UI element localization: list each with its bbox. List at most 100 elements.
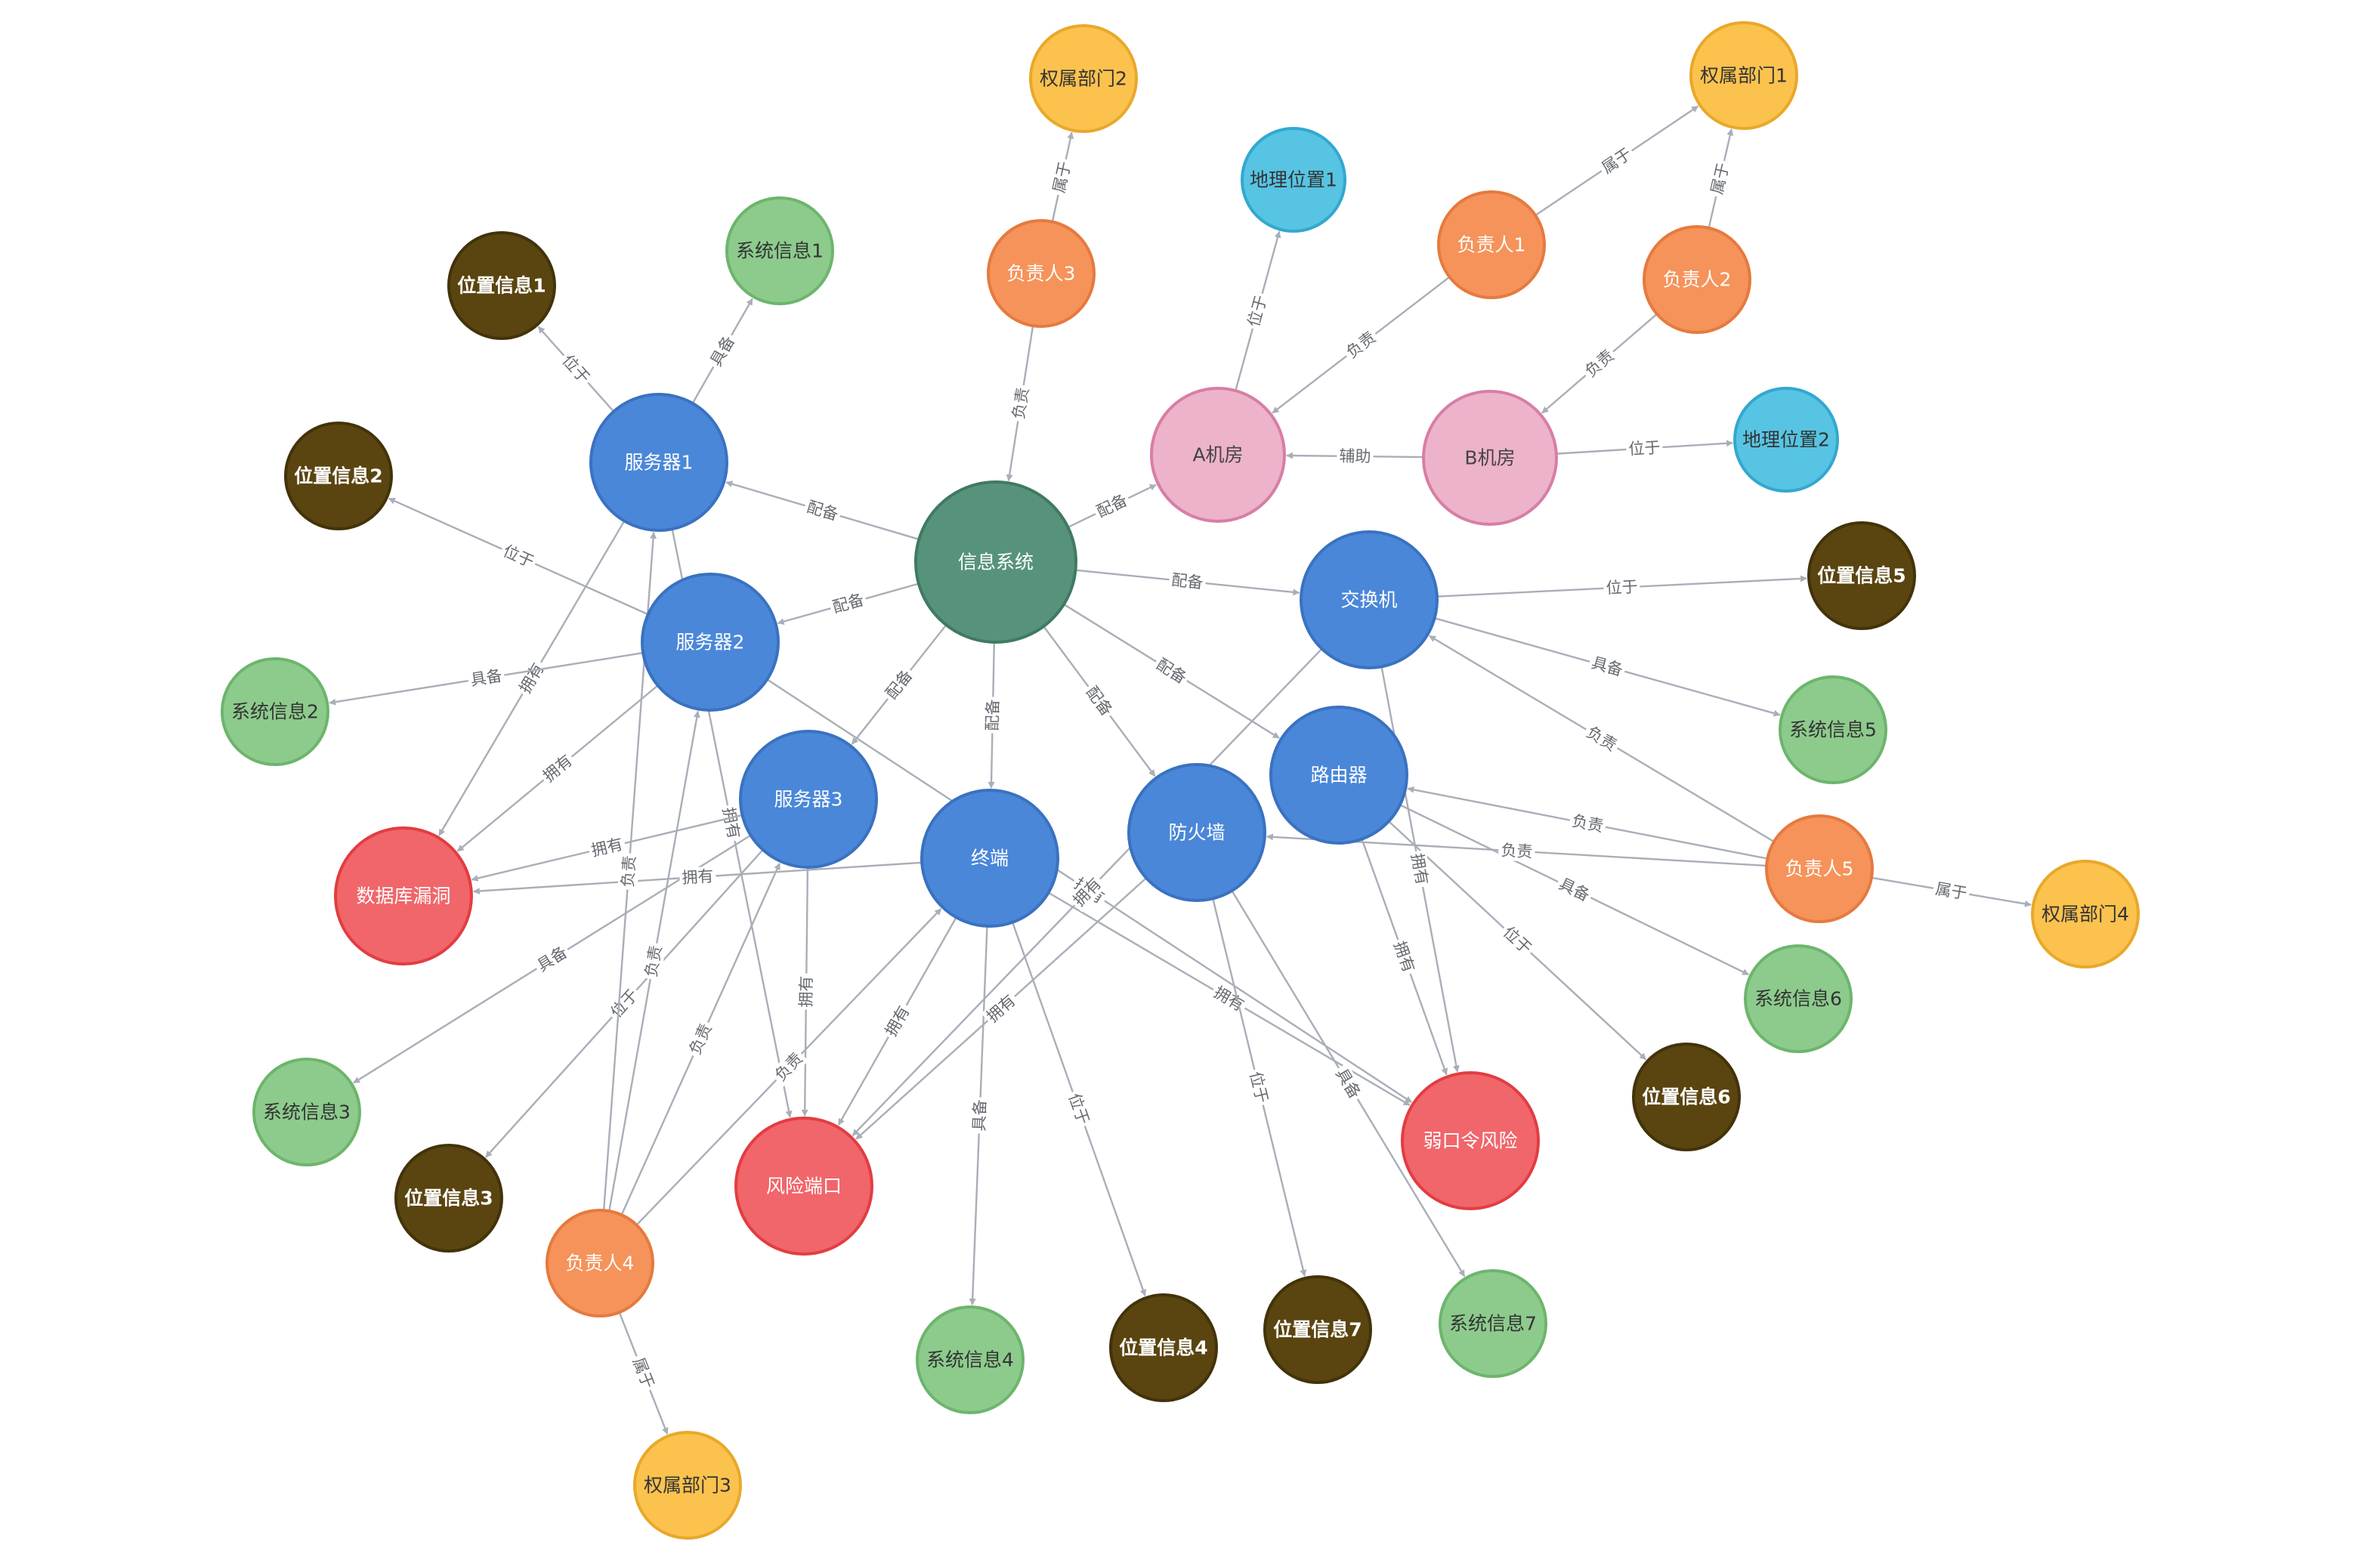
node-label: 交换机 xyxy=(1340,589,1397,611)
node-circle[interactable] xyxy=(1401,1071,1540,1210)
node-circle[interactable] xyxy=(739,730,878,869)
node-circle[interactable] xyxy=(1109,1293,1218,1402)
node-wz6[interactable]: 位置信息6 xyxy=(1632,1043,1741,1151)
edge-zd-fxdk: 拥有 xyxy=(837,916,957,1126)
node-lyq[interactable]: 路由器 xyxy=(1269,706,1408,845)
node-circle[interactable] xyxy=(447,231,556,340)
node-circle[interactable] xyxy=(221,657,329,766)
node-xxxt[interactable]: 信息系统 xyxy=(914,480,1077,644)
edge-fzr4-bm3: 属于 xyxy=(618,1311,669,1435)
node-xt6[interactable]: 系统信息6 xyxy=(1744,944,1853,1053)
node-xt5[interactable]: 系统信息5 xyxy=(1779,675,1887,784)
node-circle[interactable] xyxy=(1744,944,1853,1053)
node-circle[interactable] xyxy=(633,1431,742,1540)
node-circle[interactable] xyxy=(1779,675,1887,784)
node-fzr5[interactable]: 负责人5 xyxy=(1765,814,1874,923)
node-rkl[interactable]: 弱口令风险 xyxy=(1401,1071,1540,1210)
node-circle[interactable] xyxy=(914,480,1077,644)
node-circle[interactable] xyxy=(334,826,473,965)
node-circle[interactable] xyxy=(1807,521,1916,630)
node-bjf[interactable]: B机房 xyxy=(1422,390,1558,526)
node-xt1[interactable]: 系统信息1 xyxy=(725,196,834,305)
node-wz2[interactable]: 位置信息2 xyxy=(284,422,393,530)
edge-label-bg xyxy=(514,657,550,699)
edge-label-bg xyxy=(1068,872,1108,913)
node-circle[interactable] xyxy=(725,196,834,305)
node-bm3[interactable]: 权属部门3 xyxy=(633,1431,742,1540)
node-fxdk[interactable]: 风险端口 xyxy=(734,1117,873,1256)
edge-label: 位于 xyxy=(1244,293,1270,329)
node-circle[interactable] xyxy=(394,1144,503,1253)
node-bm1[interactable]: 权属部门1 xyxy=(1689,21,1798,130)
node-circle[interactable] xyxy=(734,1117,873,1256)
node-circle[interactable] xyxy=(1029,24,1138,133)
node-bm2[interactable]: 权属部门2 xyxy=(1029,24,1138,133)
node-label: 系统信息1 xyxy=(736,240,824,262)
node-wz4[interactable]: 位置信息4 xyxy=(1109,1293,1218,1402)
node-circle[interactable] xyxy=(1643,225,1751,334)
edge-label-bg xyxy=(1568,810,1608,837)
node-circle[interactable] xyxy=(920,789,1059,928)
node-circle[interactable] xyxy=(641,573,780,712)
node-wz1[interactable]: 位置信息1 xyxy=(447,231,556,340)
edge-label-bg xyxy=(640,941,666,981)
node-ajf[interactable]: A机房 xyxy=(1150,387,1286,523)
edge-fzr5-bm4: 属于 xyxy=(1871,876,2032,907)
node-xt7[interactable]: 系统信息7 xyxy=(1439,1269,1547,1378)
node-circle[interactable] xyxy=(1127,763,1266,902)
node-fwq3[interactable]: 服务器3 xyxy=(739,730,878,869)
node-label: 位置信息5 xyxy=(1817,565,1906,587)
edge-label-bg xyxy=(684,1018,717,1060)
node-xt3[interactable]: 系统信息3 xyxy=(252,1058,361,1166)
node-fzr2[interactable]: 负责人2 xyxy=(1643,225,1751,334)
edge-xxxt-ajf: 配备 xyxy=(1067,483,1157,528)
edge-label-bg xyxy=(705,330,740,372)
edge-zd-xt4: 具备 xyxy=(969,925,991,1305)
node-bm4[interactable]: 权属部门4 xyxy=(2031,860,2140,968)
edge-label-bg xyxy=(617,852,640,891)
node-circle[interactable] xyxy=(1765,814,1874,923)
node-circle[interactable] xyxy=(1150,387,1286,523)
node-circle[interactable] xyxy=(1263,1275,1372,1384)
node-circle[interactable] xyxy=(252,1058,361,1166)
node-xt4[interactable]: 系统信息4 xyxy=(916,1305,1025,1414)
node-circle[interactable] xyxy=(2031,860,2140,968)
edge-label-bg xyxy=(466,665,506,690)
node-circle[interactable] xyxy=(1241,127,1346,233)
node-dl1[interactable]: 地理位置1 xyxy=(1241,127,1346,233)
node-circle[interactable] xyxy=(1300,530,1439,669)
node-fwq1[interactable]: 服务器1 xyxy=(589,393,728,532)
node-xt2[interactable]: 系统信息2 xyxy=(221,657,329,766)
node-fzr4[interactable]: 负责人4 xyxy=(546,1209,654,1318)
edge-label-bg xyxy=(1389,936,1420,978)
node-circle[interactable] xyxy=(1269,706,1408,845)
edge-fwq1-wz1: 位于 xyxy=(537,326,615,412)
edge-fzr1-bm1: 属于 xyxy=(1535,105,1699,217)
node-circle[interactable] xyxy=(916,1305,1025,1414)
edge-bjf-ajf: 辅助 xyxy=(1286,446,1424,467)
node-circle[interactable] xyxy=(284,422,393,530)
node-circle[interactable] xyxy=(987,219,1096,328)
node-wz7[interactable]: 位置信息7 xyxy=(1263,1275,1372,1384)
node-jhj[interactable]: 交换机 xyxy=(1300,530,1439,669)
edge-label-bg xyxy=(802,496,843,526)
node-fwq2[interactable]: 服务器2 xyxy=(641,573,780,712)
node-circle[interactable] xyxy=(589,393,728,532)
node-zd[interactable]: 终端 xyxy=(920,789,1059,928)
node-sjk[interactable]: 数据库漏洞 xyxy=(334,826,473,965)
node-circle[interactable] xyxy=(1437,190,1546,299)
edge-label-bg xyxy=(1553,873,1595,907)
node-circle[interactable] xyxy=(1689,21,1798,130)
node-circle[interactable] xyxy=(1439,1269,1547,1378)
node-dl2[interactable]: 地理位置2 xyxy=(1733,387,1839,493)
node-circle[interactable] xyxy=(1632,1043,1741,1151)
node-fzr3[interactable]: 负责人3 xyxy=(987,219,1096,328)
node-fzr1[interactable]: 负责人1 xyxy=(1437,190,1546,299)
node-circle[interactable] xyxy=(546,1209,654,1318)
node-wz5[interactable]: 位置信息5 xyxy=(1807,521,1916,630)
node-fhq[interactable]: 防火墙 xyxy=(1127,763,1266,902)
node-circle[interactable] xyxy=(1422,390,1558,526)
node-circle[interactable] xyxy=(1733,387,1839,493)
node-wz3[interactable]: 位置信息3 xyxy=(394,1144,503,1253)
edge-label-bg xyxy=(1151,653,1192,690)
